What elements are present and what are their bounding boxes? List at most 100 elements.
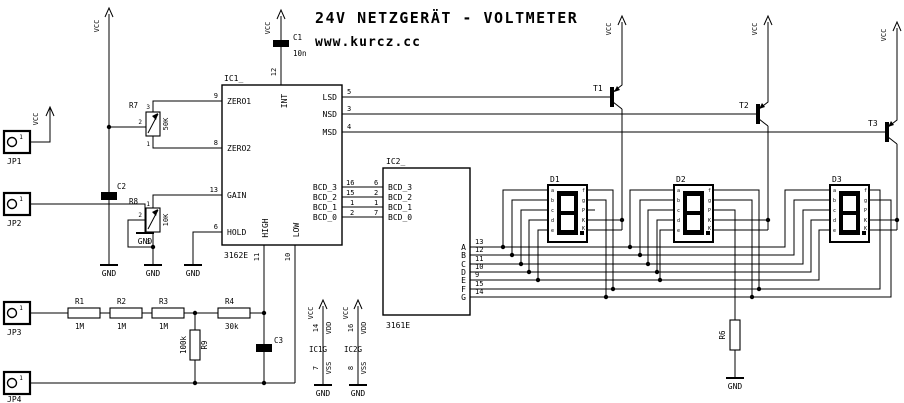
display-d1: D1 a b c d e f g P K K (547, 175, 588, 243)
trimmer-r8: R8 10K 1 2 3 (129, 197, 170, 246)
transistor-t2: T2 (739, 101, 765, 124)
pnp-emitter-arrow-icon (888, 121, 894, 127)
ic1-pin-name-bcd3: BCD_3 (313, 183, 337, 192)
vcc-label: VCC (93, 20, 101, 33)
d2-pin-g: g (708, 198, 711, 204)
r7-pin-bottom: 1 (146, 141, 150, 148)
resistor-r3: R3 1M (151, 297, 185, 331)
d3-ref: D3 (832, 175, 842, 184)
vcc-label: VCC (32, 113, 40, 126)
r9-value: 100k (179, 335, 188, 354)
seven-segment-digit-icon (557, 191, 584, 235)
d2-pin-f: f (708, 188, 711, 194)
r7-ref: R7 (129, 101, 138, 110)
d2-pin-d: d (677, 218, 680, 224)
ic2-pin-name-c: C (461, 260, 466, 269)
resistor-r6: R6 (718, 319, 741, 351)
ic1-pin-name-high: HIGH (261, 218, 270, 237)
connector-jp2: 1 JP2 (2, 191, 32, 228)
ic2-pin-name-bcd2: BCD_2 (388, 193, 412, 202)
cap-plate-icon (256, 344, 272, 352)
display-d3: D3 a b c d e f g P K K (829, 175, 870, 243)
r9-ref: R9 (200, 340, 209, 349)
resistor-r4: R4 30k (217, 297, 251, 331)
base-bar-icon (756, 104, 760, 124)
ic1-pin-name-gain: GAIN (227, 191, 246, 200)
r1-ref: R1 (75, 297, 84, 306)
schematic-title: 24V NETZGERÄT - VOLTMETER (315, 8, 578, 27)
ic2-pin-name-bcd0: BCD_0 (388, 213, 412, 222)
ic1g-ref: IC1G (309, 345, 328, 354)
ic1-pin-num-low: 10 (284, 253, 292, 261)
ic1-pin-num-bcd0: 2 (350, 209, 354, 217)
pin-socket-icon (6, 136, 18, 148)
ic2-pin-num-bcd0: 7 (374, 209, 378, 217)
r7-value: 50K (162, 117, 170, 130)
ic2-pin-name-b: B (461, 251, 466, 260)
ic1-pin-name-bcd2: BCD_2 (313, 193, 337, 202)
ic1-pin-name-bcd0: BCD_0 (313, 213, 337, 222)
resistor-r2: R2 1M (109, 297, 143, 331)
wiper-arrowhead-icon (152, 209, 158, 216)
ic1-pin-num-high: 11 (253, 253, 261, 261)
d3-pin-c: c (833, 208, 836, 214)
resistor-r1: R1 1M (67, 297, 101, 331)
r6-ref: R6 (718, 330, 727, 340)
vcc-label: VCC (307, 307, 315, 320)
t2-ref: T2 (739, 101, 749, 110)
d3-pin-a: a (833, 188, 836, 194)
wires (16, 14, 898, 385)
ic2-ref: IC2_ (386, 157, 405, 166)
d1-pin-k2: K (582, 226, 585, 232)
jp4-ref: JP4 (7, 395, 22, 403)
wiper-arrowhead-icon (152, 113, 158, 120)
ic1g-vdd-label: VDD (325, 322, 333, 335)
jp1-ref: JP1 (7, 157, 22, 166)
r8-pin-bottom: 3 (146, 239, 150, 246)
gnd-label: GND (186, 269, 201, 278)
vcc-label: VCC (751, 23, 759, 36)
d2-pin-e: e (677, 228, 680, 234)
r8-pin-wiper: 2 (138, 212, 142, 219)
vcc-symbols: VCC VCC VCC VCC VCC VCC VCC VCC (32, 6, 902, 320)
ic1-pin-num-lsd: 5 (347, 88, 351, 96)
ic2-part: 3161E (386, 321, 410, 330)
ic2g-vdd-label: VDD (360, 322, 368, 335)
r1-value: 1M (75, 322, 85, 331)
jp4-pin-number: 1 (19, 375, 23, 382)
d3-pin-b: b (833, 198, 836, 204)
d1-pin-f: f (582, 188, 585, 194)
d2-ref: D2 (676, 175, 686, 184)
vcc-arrow-icon (353, 298, 363, 310)
d3-pin-d: d (833, 218, 836, 224)
ic2-pin-name-a: A (461, 243, 466, 252)
cap-plate-icon (273, 40, 289, 47)
d1-pin-p: P (582, 208, 585, 214)
ic2-pin-name-d: D (461, 268, 466, 277)
trimmer-r7: R7 50K 3 2 1 (129, 101, 170, 148)
gnd-label: GND (138, 237, 153, 246)
vcc-arrow-icon (763, 14, 773, 26)
d2-pin-k1: K (708, 218, 711, 224)
c1-value: 10n (293, 49, 307, 58)
ic1-pin-name-hold: HOLD (227, 228, 246, 237)
gnd-label: GND (728, 382, 743, 391)
ic1-pin-num-nsd: 3 (347, 105, 351, 113)
ic1-pin-name-lsd: LSD (323, 93, 338, 102)
ic2: IC2_ 3161E BCD_3 BCD_2 BCD_1 BCD_0 6 2 1… (374, 157, 483, 330)
c1-ref: C1 (293, 33, 302, 42)
ic1-pin-name-zero2: ZERO2 (227, 144, 251, 153)
d2-pin-k2: K (708, 226, 711, 232)
base-bar-icon (610, 87, 614, 107)
ic1-pin-num-zero2: 8 (214, 139, 218, 147)
ic1-pin-num-int: 12 (270, 68, 278, 76)
r4-value: 30k (225, 322, 239, 331)
t1-ref: T1 (593, 84, 603, 93)
vcc-label: VCC (605, 23, 613, 36)
pin-socket-icon (6, 198, 18, 210)
junction-dots (106, 124, 900, 386)
ic2g-ref: IC2G (344, 345, 363, 354)
r2-ref: R2 (117, 297, 126, 306)
transistor-t1: T1 (593, 84, 620, 107)
